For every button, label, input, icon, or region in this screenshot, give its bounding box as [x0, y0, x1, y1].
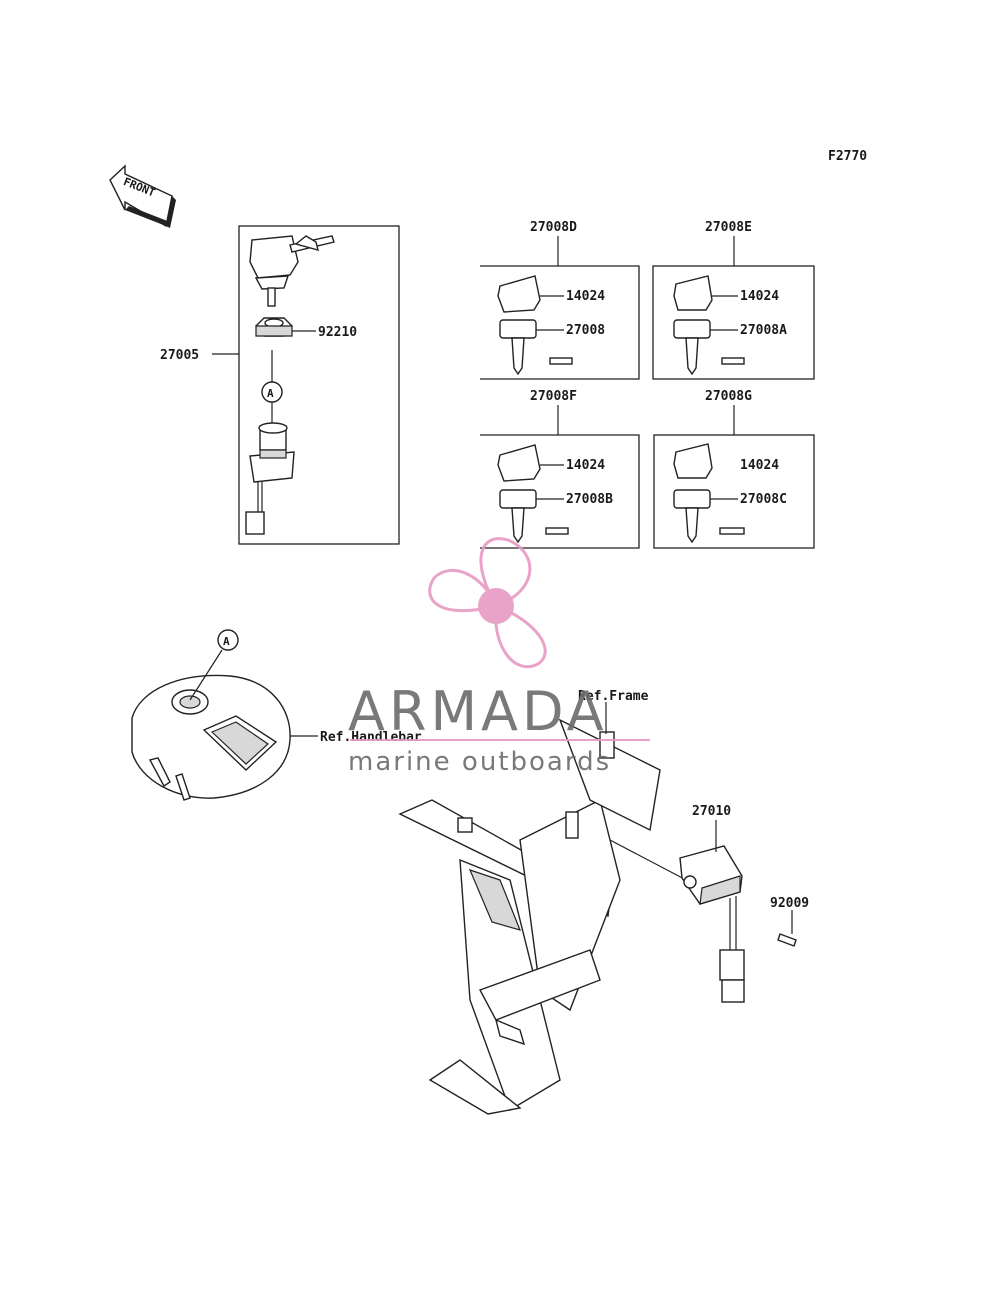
ref-a-circle-bottom — [217, 629, 239, 651]
label-27008: 27008 — [566, 323, 605, 338]
kit-box-27008D — [480, 265, 640, 380]
assembly-box-27005 — [238, 225, 400, 545]
label-ref-handlebar: Ref.Handlebar — [320, 730, 422, 745]
label-27008C: 27008C — [740, 492, 787, 507]
label-27008F: 27008F — [530, 389, 577, 404]
relay-icon — [679, 845, 745, 1003]
label-d-14024: 14024 — [566, 289, 605, 304]
nut-icon — [255, 317, 293, 337]
key-code-mark — [549, 357, 573, 365]
key-cap-icon — [497, 444, 541, 482]
label-ref-frame: Ref.Frame — [578, 689, 649, 704]
kit-box-27008E — [652, 265, 815, 380]
key-blade-icon — [499, 319, 537, 376]
label-27008G: 27008G — [705, 389, 752, 404]
ignition-key-icon — [249, 235, 335, 307]
label-27008D: 27008D — [530, 220, 577, 235]
key-code-mark — [721, 357, 745, 365]
label-92210: 92210 — [318, 325, 357, 340]
handlebar-cover-icon — [131, 674, 291, 801]
key-code-mark — [545, 527, 569, 535]
label-92009: 92009 — [770, 896, 809, 911]
watermark-brand: ARMADA — [348, 680, 608, 743]
propeller-icon — [428, 537, 547, 669]
kit-box-27008G — [653, 434, 815, 549]
key-blade-icon — [673, 489, 711, 544]
label-27008A: 27008A — [740, 323, 787, 338]
label-g-14024: 14024 — [740, 458, 779, 473]
watermark-logo: ARMADA marine outboards — [348, 537, 650, 777]
ref-a-label-top: A — [267, 387, 274, 400]
key-cap-icon — [673, 275, 713, 311]
label-27008E: 27008E — [705, 220, 752, 235]
ignition-switch-icon — [245, 422, 295, 535]
key-cap-icon — [497, 275, 541, 313]
label-e-14024: 14024 — [740, 289, 779, 304]
ref-a-label-bottom: A — [223, 635, 230, 648]
frame-icon — [398, 718, 661, 1115]
front-arrow-icon: FRONT — [109, 164, 176, 228]
key-code-mark — [719, 527, 745, 535]
diagram-code: F2770 — [828, 149, 867, 164]
watermark-tagline: marine outboards — [348, 747, 611, 777]
key-blade-icon — [499, 489, 537, 544]
key-cap-icon — [673, 443, 713, 479]
label-27008B: 27008B — [566, 492, 613, 507]
key-blade-icon — [673, 319, 711, 376]
kit-box-27008F — [480, 434, 640, 549]
label-27005: 27005 — [160, 348, 199, 363]
label-27010: 27010 — [692, 804, 731, 819]
label-f-14024: 14024 — [566, 458, 605, 473]
screw-icon — [777, 933, 797, 947]
